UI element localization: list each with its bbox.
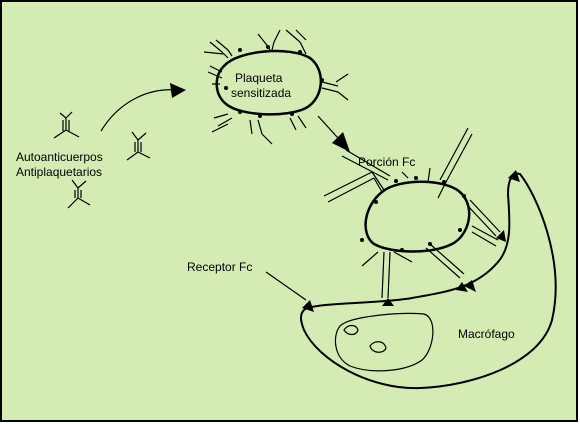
arrow-to-fc bbox=[317, 115, 339, 139]
label-receptor-fc: Receptor Fc bbox=[187, 260, 252, 274]
antibody-2 bbox=[126, 131, 151, 161]
label-sensitizada: sensitizada bbox=[231, 86, 291, 100]
arrow-to-platelet bbox=[100, 89, 177, 132]
receptor-pointer bbox=[265, 271, 307, 301]
nucleus-body-1 bbox=[343, 324, 359, 336]
bound-platelet bbox=[323, 127, 501, 299]
macrophage-membrane bbox=[300, 172, 557, 390]
antibody-3 bbox=[67, 179, 91, 209]
nucleus-body-2 bbox=[369, 341, 387, 353]
label-macrofago: Macrófago bbox=[458, 327, 515, 341]
sensitized-platelet bbox=[203, 29, 349, 145]
free-antibodies bbox=[53, 111, 151, 209]
macrophage bbox=[300, 170, 557, 390]
antibody-1 bbox=[53, 111, 80, 139]
label-antiplaquetarios: Antiplaquetarios bbox=[16, 165, 102, 179]
label-autoanticuerpos: Autoanticuerpos bbox=[16, 150, 103, 164]
label-porcion-fc: Porción Fc bbox=[358, 155, 415, 169]
platelet-membrane bbox=[215, 49, 323, 116]
label-plaqueta: Plaqueta bbox=[235, 71, 283, 85]
arrow-to-platelet-head bbox=[170, 83, 186, 98]
arrow-to-fc-head bbox=[332, 132, 350, 152]
macrophage-nucleus bbox=[334, 312, 434, 372]
bound-platelet-membrane bbox=[364, 180, 471, 253]
